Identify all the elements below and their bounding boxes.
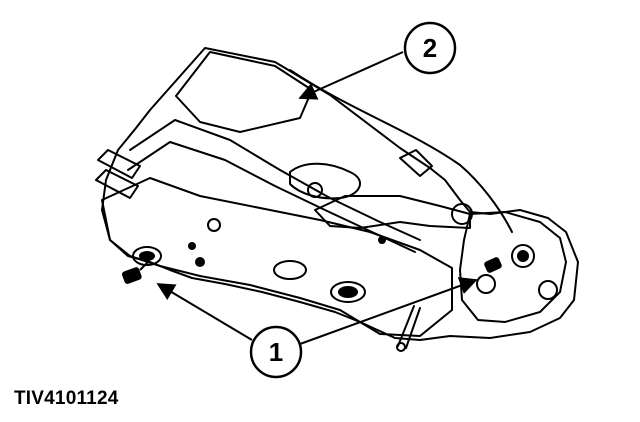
rail-slot <box>97 149 141 179</box>
housing-channel <box>129 119 421 241</box>
pivot-right <box>511 244 535 268</box>
release-cable <box>289 69 513 233</box>
screw-right <box>484 257 502 273</box>
rail-slot-2 <box>95 169 139 199</box>
cover-top-face <box>175 51 313 133</box>
callout-2-leader <box>298 51 404 100</box>
mounting-hole-left <box>132 246 162 266</box>
screw-left <box>121 261 149 284</box>
latch-cover <box>101 47 579 341</box>
callout-1-leader-left <box>156 283 253 341</box>
plunger-rod <box>397 305 421 349</box>
plunger-tip <box>396 342 406 352</box>
callout-2-label: 2 <box>423 33 437 63</box>
housing-channel-lower <box>127 141 416 253</box>
lever-pivot <box>451 203 473 225</box>
mounting-screws <box>121 257 502 284</box>
pawl-pivot <box>307 182 323 198</box>
cable-end-tab <box>399 149 433 177</box>
release-lever <box>314 195 471 229</box>
small-rivet <box>207 218 221 232</box>
callout-1-label: 1 <box>269 337 283 367</box>
latch-housing-plate <box>101 177 453 337</box>
detent-boss <box>476 274 496 294</box>
latch-pawl <box>289 162 362 200</box>
figure-caption: TIV4101124 <box>14 388 119 409</box>
mounting-hole-center <box>273 260 307 280</box>
mounting-hole-lower <box>330 281 366 303</box>
callout-1: 1 <box>249 325 303 379</box>
pivot-lower-right <box>538 280 558 300</box>
callout-1-leader-right <box>299 277 478 345</box>
callout-2: 2 <box>403 21 457 75</box>
striker-bracket <box>459 211 567 323</box>
